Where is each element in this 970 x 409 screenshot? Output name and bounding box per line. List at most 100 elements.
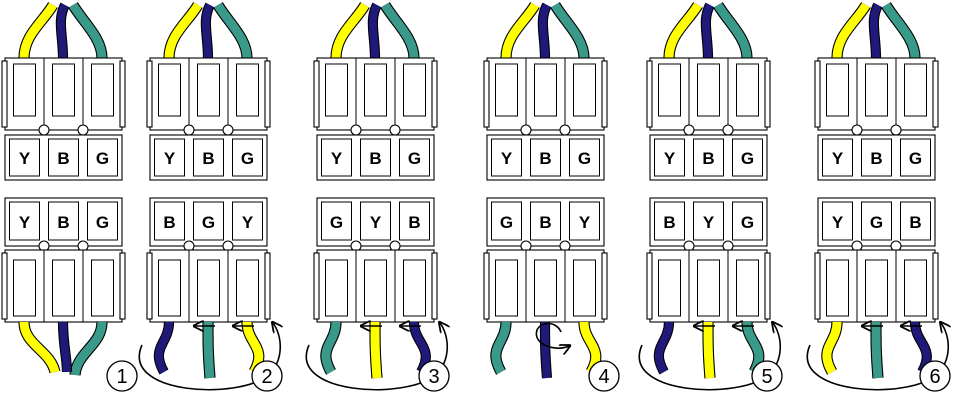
bottom-wire-blue (654, 321, 673, 374)
top-hinge-pin-1 (38, 124, 50, 136)
top-wire-label: B (539, 149, 551, 168)
top-wire-label: G (909, 149, 922, 168)
top-wire-blue (869, 3, 882, 59)
bottom-slot-1 (826, 259, 849, 317)
bottom-wire-blue (154, 321, 173, 374)
bottom-slot-2 (697, 259, 720, 317)
top-wire-label: B (57, 149, 69, 168)
top-wire-label: Y (664, 149, 676, 168)
top-hinge-pin-2 (722, 124, 734, 136)
bottom-label-cell-3 (900, 201, 931, 241)
bottom-wire-label: Y (370, 213, 382, 232)
bottom-slot-2 (52, 259, 75, 317)
bottom-label-cell-3 (399, 201, 430, 241)
top-wire-green (214, 2, 252, 59)
top-label-cell-3 (732, 138, 763, 177)
top-wire-label: Y (164, 149, 176, 168)
top-label-block (316, 134, 435, 181)
bottom-wire-green (321, 321, 341, 375)
top-label-cell-1 (154, 138, 185, 177)
top-wire-label: B (702, 149, 714, 168)
top-connector (4, 57, 123, 131)
top-label-cell-1 (822, 138, 853, 177)
top-hinge-pin-1 (520, 124, 532, 136)
step-number-circle (919, 360, 951, 392)
bottom-wire-label: G (870, 213, 883, 232)
bottom-wire-label: G (500, 213, 513, 232)
bottom-connector (4, 249, 123, 323)
top-connector (649, 57, 768, 131)
bottom-wire-blue (59, 321, 71, 373)
top-label-cell-1 (9, 138, 40, 177)
wrap-around-arrow (138, 323, 280, 391)
bottom-label-cell-3 (732, 201, 763, 241)
bottom-slot-3 (91, 259, 114, 317)
bottom-connector-left-grip (1, 252, 8, 320)
top-wire-green (69, 2, 107, 59)
top-label-block (149, 134, 268, 181)
bottom-wire-label: Y (703, 213, 715, 232)
bottom-label-cell-1 (822, 201, 853, 241)
bottom-label-cell-1 (321, 201, 352, 241)
bottom-wire-yellow (822, 321, 842, 375)
bottom-label-block (486, 197, 605, 247)
bottom-slot-3 (573, 259, 596, 317)
top-hinge-pin-1 (183, 124, 195, 136)
bottom-connector (149, 249, 268, 323)
step-number: 1 (116, 366, 127, 388)
bottom-wire-label: G (330, 213, 343, 232)
top-wire-label: Y (331, 149, 343, 168)
top-slot-1 (158, 63, 181, 117)
bottom-slot-3 (904, 259, 927, 317)
top-label-cell-3 (87, 138, 118, 177)
bottom-label-cell-2 (693, 201, 724, 241)
top-hinge-pin-1 (350, 124, 362, 136)
top-wire-green (551, 2, 589, 59)
bottom-connector-right-grip (264, 252, 271, 320)
bottom-label-cell-1 (154, 201, 185, 241)
top-wire-label: Y (501, 149, 513, 168)
bottom-connector (817, 249, 936, 323)
top-label-cell-3 (399, 138, 430, 177)
step-number: 6 (929, 366, 940, 388)
step-number: 5 (761, 366, 772, 388)
top-label-cell-1 (491, 138, 522, 177)
top-slot-2 (534, 63, 557, 117)
bottom-wire-yellow (703, 321, 715, 379)
bottom-connector-right-grip (764, 252, 771, 320)
top-wire-blue (56, 3, 69, 59)
bottom-label-cell-3 (232, 201, 263, 241)
bottom-connector-left-grip (146, 252, 153, 320)
bottom-wire-label: B (57, 213, 69, 232)
top-wire-label: B (870, 149, 882, 168)
top-label-cell-3 (900, 138, 931, 177)
top-wire-label: G (741, 149, 754, 168)
bottom-wire-label: B (408, 213, 420, 232)
bottom-connector (486, 249, 605, 323)
bottom-wire-label: G (202, 213, 215, 232)
bottom-slot-3 (236, 259, 259, 317)
top-connector-right-grip (932, 60, 939, 128)
top-connector-left-grip (313, 60, 320, 128)
top-slot-1 (658, 63, 681, 117)
bottom-wire-label: B (663, 213, 675, 232)
top-hinge-pin-1 (851, 124, 863, 136)
bottom-slot-2 (364, 259, 387, 317)
step-number-circle (418, 360, 450, 392)
step-number: 2 (261, 366, 272, 388)
top-slot-3 (736, 63, 759, 117)
bottom-connector-right-grip (431, 252, 438, 320)
bottom-slot-1 (13, 259, 36, 317)
top-hinge-pin-2 (559, 124, 571, 136)
bottom-label-cell-2 (530, 201, 561, 241)
step-number-circle (588, 360, 620, 392)
bottom-label-cell-3 (87, 201, 118, 241)
bottom-label-cell-1 (491, 201, 522, 241)
bottom-wire-label: B (909, 213, 921, 232)
bottom-wire-green (70, 321, 107, 376)
top-slot-3 (403, 63, 426, 117)
step-number-circle (751, 360, 783, 392)
top-slot-2 (697, 63, 720, 117)
bottom-wire-blue (541, 321, 551, 379)
